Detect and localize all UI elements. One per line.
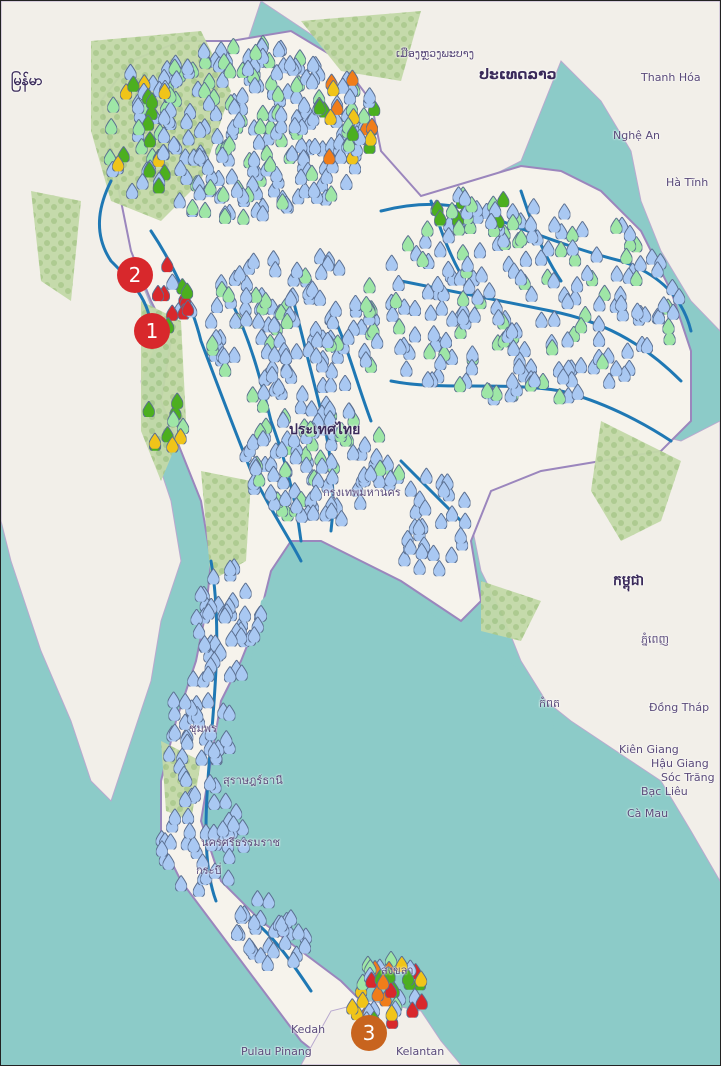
marker-1[interactable]: 1 <box>134 313 170 349</box>
marker-2[interactable]: 2 <box>117 257 153 293</box>
marker-1-label: 1 <box>145 319 159 343</box>
marker-3[interactable]: 3 <box>351 1015 387 1051</box>
marker-3-label: 3 <box>362 1021 376 1045</box>
forest-areas <box>31 11 681 821</box>
marker-2-label: 2 <box>128 263 142 287</box>
gulf-of-thailand <box>251 561 561 911</box>
